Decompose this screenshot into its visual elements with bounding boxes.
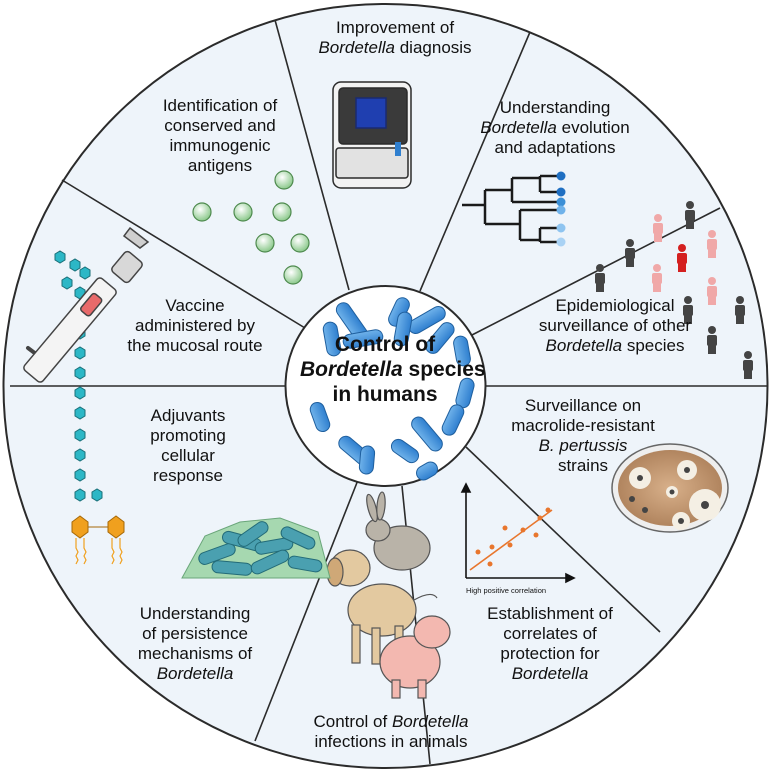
label-animals: Control of Bordetella infections in anim…	[313, 712, 469, 751]
person-icon	[707, 277, 717, 305]
person-icon	[653, 214, 663, 242]
label-diagnosis: Improvement of Bordetella diagnosis	[318, 18, 472, 57]
correlation-plot-icon	[460, 482, 576, 584]
regression-line	[469, 509, 553, 571]
scatter-points	[475, 507, 551, 567]
center-title: Control of Bordetella species in humans	[300, 332, 486, 407]
label-epidemiology: Epidemiological surveillance of other Bo…	[538, 296, 692, 355]
rabbit-icon	[365, 491, 431, 571]
antigen-spheres-icon	[192, 170, 310, 285]
phylogenetic-tree-icon	[462, 174, 560, 244]
label-adjuvants: Adjuvants promoting cellular response	[150, 406, 226, 485]
correlation-axis-caption: High positive correlation	[466, 586, 547, 595]
petri-dish-icon	[611, 443, 729, 533]
dog-icon	[326, 549, 438, 665]
person-icon	[735, 296, 745, 324]
label-antigens: Identification of conserved and immunoge…	[162, 96, 278, 175]
person-icon	[652, 264, 662, 292]
person-icon	[625, 239, 635, 267]
diagnostic-instrument-icon	[332, 81, 412, 189]
person-icon	[683, 296, 693, 324]
label-correlates: Establishment of correlates of protectio…	[487, 604, 613, 683]
label-persistence: Understanding of persistence mechanisms …	[137, 604, 253, 683]
center-title-species-word: species	[402, 358, 486, 381]
person-icon	[685, 201, 695, 229]
person-icon	[595, 264, 605, 292]
tree-leaf-dots	[556, 171, 566, 247]
center-title-genus: Bordetella	[300, 358, 403, 381]
center-title-line1: Control of	[334, 333, 436, 356]
label-mucosal: Vaccine administered by the mucosal rout…	[127, 296, 263, 355]
label-macrolide: Surveillance on macrolide-resistant B. p…	[511, 396, 655, 475]
bacteria-cluster	[309, 297, 475, 481]
person-icon	[707, 230, 717, 258]
center-title-line3: in humans	[332, 383, 438, 406]
person-icon	[707, 326, 717, 354]
pig-icon	[379, 615, 451, 699]
people-icons	[595, 201, 753, 379]
biofilm-icon	[181, 517, 331, 579]
person-icon	[743, 351, 753, 379]
nasal-syringe-icon	[23, 226, 150, 383]
person-icon	[677, 244, 687, 272]
label-evolution: Understanding Bordetella evolution and a…	[480, 98, 630, 157]
